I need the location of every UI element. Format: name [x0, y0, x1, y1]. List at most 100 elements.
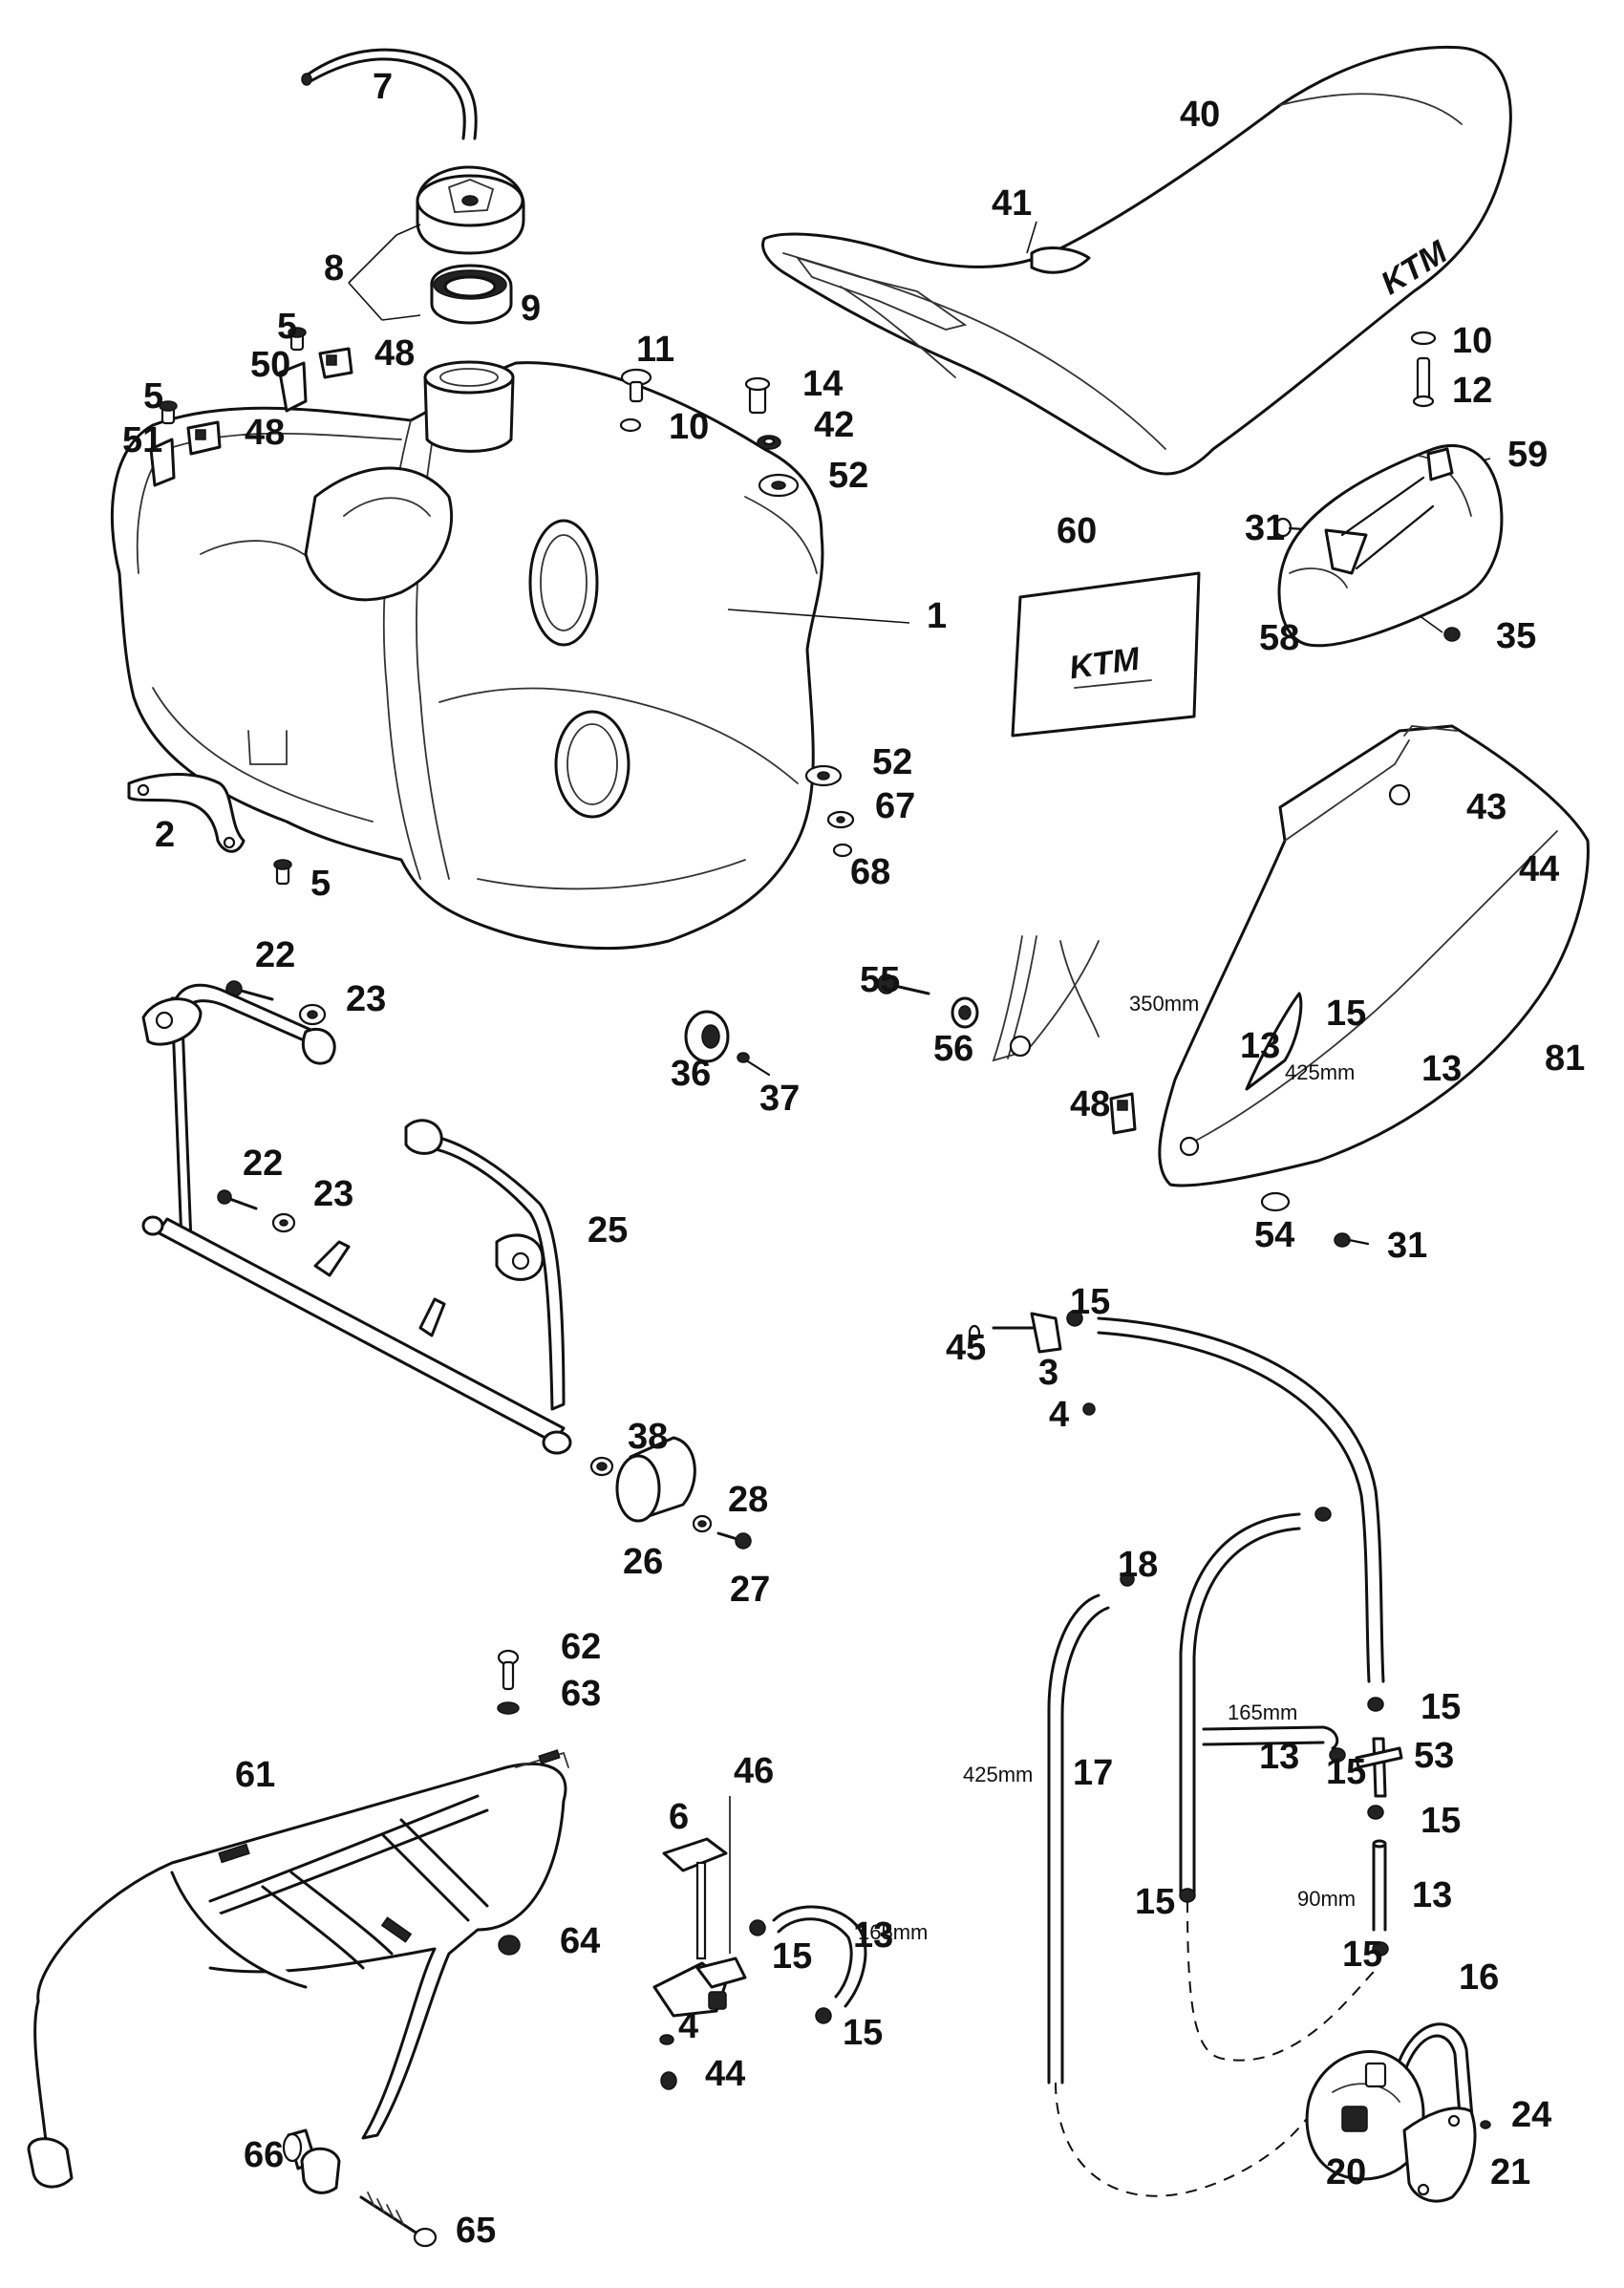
washer-42	[757, 435, 781, 450]
seat: KTM	[761, 45, 1512, 476]
clip-48c	[1109, 1092, 1137, 1135]
callout-c61: 61	[235, 1755, 275, 1795]
callout-c6: 6	[669, 1797, 689, 1837]
callout-c63: 63	[561, 1674, 601, 1714]
callout-c44a: 44	[1519, 849, 1559, 889]
tool-bag	[1277, 444, 1504, 648]
callout-c65: 65	[456, 2211, 496, 2251]
callout-c20: 20	[1326, 2152, 1366, 2192]
rubber-26	[615, 1436, 696, 1523]
callout-c43: 43	[1466, 787, 1506, 827]
callout-c13c: 13	[1259, 1737, 1299, 1777]
callout-c31a: 31	[1245, 508, 1285, 548]
callout-c81: 81	[1545, 1038, 1585, 1079]
bolt-14	[744, 376, 771, 415]
decal: KTM	[1011, 571, 1201, 738]
callout-c13b: 13	[1421, 1049, 1462, 1089]
callout-c35: 35	[1496, 616, 1536, 656]
nut-64	[498, 1935, 521, 1956]
callout-c22a: 22	[255, 935, 295, 975]
callout-c52a: 52	[828, 456, 868, 496]
callout-c67: 67	[875, 786, 915, 826]
callout-c10a: 10	[669, 407, 709, 447]
luggage-rack	[27, 1749, 569, 2194]
grommet-52a	[758, 473, 800, 498]
callout-c53: 53	[1414, 1736, 1454, 1776]
callout-c23b: 23	[313, 1174, 353, 1214]
grommet-52b	[804, 764, 843, 787]
callout-c23a: 23	[346, 979, 386, 1019]
washer-28	[692, 1514, 713, 1533]
callout-c55: 55	[860, 960, 900, 1000]
callout-c37: 37	[759, 1079, 800, 1119]
callout-c15e: 15	[1421, 1801, 1461, 1841]
callout-c25: 25	[588, 1210, 628, 1251]
washer-38	[589, 1456, 614, 1477]
breather-hose	[301, 48, 478, 140]
nut-35	[1443, 627, 1461, 642]
callout-c15b: 15	[1326, 994, 1366, 1034]
callout-c16: 16	[1459, 1957, 1499, 1998]
tank-mount-frame	[141, 983, 572, 1455]
callout-c48b: 48	[245, 413, 285, 453]
bracket-50	[278, 361, 308, 413]
bolt-55	[877, 973, 930, 995]
callout-c41: 41	[992, 183, 1032, 224]
callout-c60: 60	[1057, 511, 1097, 551]
washer-10b	[1410, 331, 1437, 346]
clip-48b	[186, 420, 222, 456]
callout-c17: 17	[1073, 1753, 1113, 1793]
callout-c50: 50	[250, 345, 290, 385]
fuel-cap	[416, 165, 525, 325]
fuel-tank	[110, 360, 824, 951]
washer-54	[1260, 1191, 1291, 1212]
dimension-d165b: 165mm	[858, 1920, 928, 1944]
callout-c5c: 5	[310, 864, 331, 904]
callout-c40: 40	[1180, 95, 1220, 135]
callout-c18: 18	[1118, 1545, 1158, 1585]
washer-63	[497, 1701, 520, 1715]
callout-c12: 12	[1452, 371, 1492, 411]
screw-31b	[1334, 1232, 1370, 1248]
callout-c14: 14	[802, 364, 843, 404]
nut-68	[832, 843, 853, 858]
callout-c5a: 5	[277, 307, 297, 347]
callout-c13d: 13	[1412, 1875, 1452, 1915]
callout-c13a: 13	[1240, 1026, 1280, 1066]
callout-c38: 38	[628, 1417, 668, 1457]
bolt-11	[620, 368, 652, 403]
callout-c4b: 4	[678, 2006, 698, 2046]
callout-c11: 11	[636, 330, 674, 370]
side-cover	[1158, 724, 1590, 1187]
dimension-d425b: 425mm	[963, 1763, 1033, 1786]
washer-67	[826, 810, 855, 829]
dimension-d350a: 350mm	[1129, 992, 1199, 1016]
callout-c13e: 13	[853, 1915, 893, 1956]
callout-c5b: 5	[143, 376, 163, 417]
screw-5a	[288, 327, 307, 352]
callout-c66: 66	[244, 2135, 284, 2175]
bolt-12	[1412, 356, 1435, 408]
callout-c15f: 15	[1135, 1882, 1175, 1922]
callout-c36: 36	[671, 1054, 711, 1094]
screw-44b	[660, 2071, 677, 2090]
callout-c1: 1	[927, 596, 947, 636]
callout-c48c: 48	[1070, 1084, 1110, 1124]
washer-23b	[271, 1212, 296, 1233]
callout-c15a: 15	[1070, 1282, 1110, 1322]
dimension-d90: 90mm	[1297, 1887, 1356, 1911]
callout-c68: 68	[850, 852, 890, 892]
bolt-65	[359, 2192, 438, 2248]
callout-c22b: 22	[243, 1144, 283, 1184]
callout-c15d: 15	[1326, 1752, 1366, 1792]
callout-c45: 45	[946, 1328, 986, 1368]
callout-c24: 24	[1511, 2095, 1551, 2135]
bracket-51	[149, 438, 176, 487]
callout-c26: 26	[623, 1542, 663, 1582]
callout-c21: 21	[1490, 2152, 1530, 2192]
callout-c46: 46	[734, 1751, 774, 1791]
callout-c27: 27	[730, 1570, 770, 1610]
callout-c15h: 15	[772, 1936, 812, 1977]
callout-c31b: 31	[1387, 1226, 1427, 1266]
